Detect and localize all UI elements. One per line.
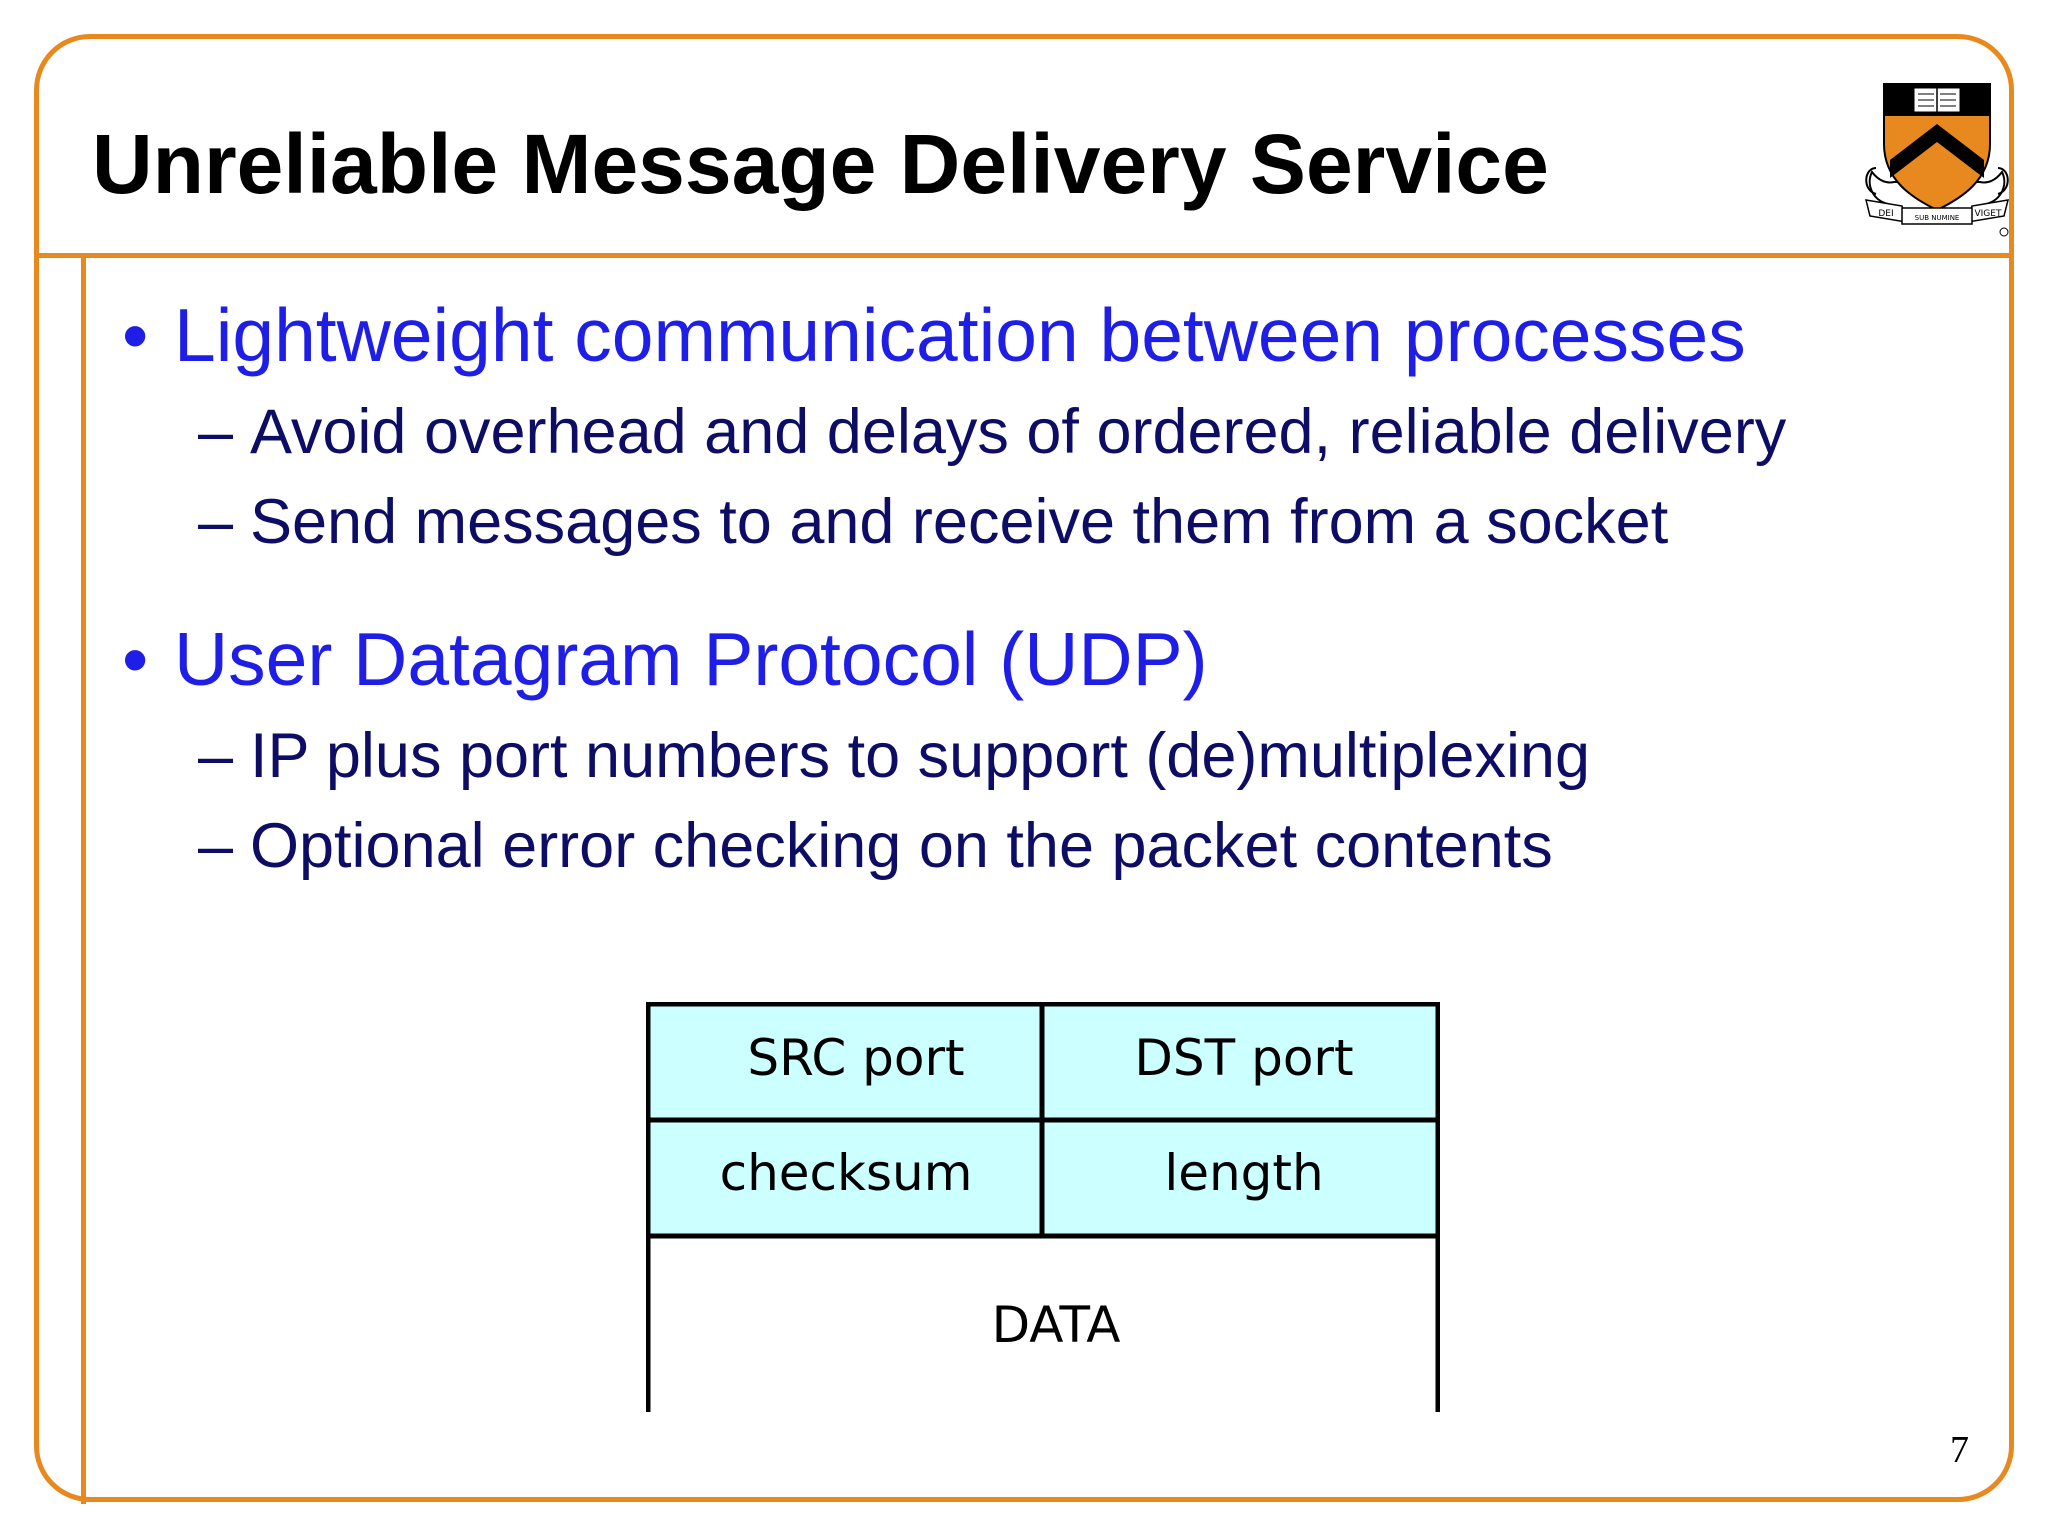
page-number: 7: [1950, 1429, 1969, 1471]
bullet-dot: •: [122, 293, 149, 377]
sub-bullet-text: Send messages to and receive them from a…: [250, 487, 1669, 557]
bullet-text: User Datagram Protocol (UDP): [174, 617, 1208, 701]
length-cell: [1042, 1120, 1438, 1236]
dst-port-cell: [1042, 1004, 1438, 1120]
data-label: DATA: [992, 1296, 1121, 1354]
sub-bullet-dash: –: [198, 721, 234, 791]
sub-bullet-text: Optional error checking on the packet co…: [250, 811, 1553, 881]
bullet-lightweight: • Lightweight communication between proce…: [122, 290, 1746, 380]
sub-bullet-text: IP plus port numbers to support (de)mult…: [250, 721, 1591, 791]
data-cell: [648, 1236, 1438, 1412]
udp-header-diagram: SRC port DST port checksum length DATA: [646, 1002, 1440, 1412]
sub-bullet-send-messages: –Send messages to and receive them from …: [198, 484, 1668, 560]
src-port-cell: [648, 1004, 1042, 1120]
bullet-text: Lightweight communication between proces…: [174, 293, 1746, 377]
slide-frame: [34, 34, 2014, 1502]
sub-bullet-dash: –: [198, 811, 234, 881]
length-label: length: [1164, 1144, 1323, 1202]
slide-title: Unreliable Message Delivery Service: [92, 117, 1549, 211]
checksum-label: checksum: [720, 1144, 973, 1202]
sub-bullet-dash: –: [198, 487, 234, 557]
bullet-dot: •: [122, 617, 149, 701]
sub-bullet-error-checking: –Optional error checking on the packet c…: [198, 808, 1553, 884]
princeton-shield-icon: DEI SUB NUMINE VIGET: [1864, 83, 2010, 237]
sub-bullet-ip-ports: –IP plus port numbers to support (de)mul…: [198, 718, 1590, 794]
dst-port-label: DST port: [1134, 1029, 1353, 1087]
sub-bullet-dash: –: [198, 397, 234, 467]
left-divider: [81, 256, 86, 1504]
motto-left: DEI: [1878, 209, 1893, 219]
title-divider: [36, 253, 2014, 258]
motto-right: VIGET: [1975, 209, 2002, 219]
sub-bullet-avoid-overhead: –Avoid overhead and delays of ordered, r…: [198, 394, 1786, 470]
checksum-cell: [648, 1120, 1042, 1236]
motto-center: SUB NUMINE: [1915, 214, 1960, 222]
bullet-udp: • User Datagram Protocol (UDP): [122, 614, 1208, 704]
sub-bullet-text: Avoid overhead and delays of ordered, re…: [250, 397, 1787, 467]
src-port-label: SRC port: [747, 1029, 964, 1087]
